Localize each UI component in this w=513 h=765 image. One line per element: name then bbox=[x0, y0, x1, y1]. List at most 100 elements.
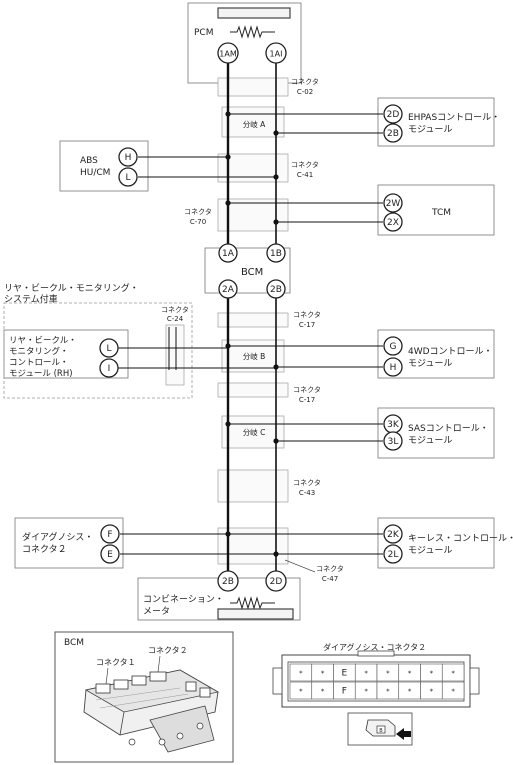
c41-label: コネクタ bbox=[291, 160, 319, 169]
pin-label: 2L bbox=[388, 550, 399, 560]
sas-label: SASコントロール・ bbox=[408, 424, 489, 434]
c24-label: コネクタ bbox=[161, 305, 189, 314]
pin-label: 2X bbox=[387, 218, 399, 228]
diag-connector-pin: * bbox=[408, 688, 412, 696]
inset-bcm: BCM コネクタ１ コネクタ２ bbox=[54, 631, 234, 763]
c17a-label-2: C-17 bbox=[299, 321, 315, 329]
c43-label: コネクタ bbox=[293, 478, 321, 487]
diag-connector-pin: * bbox=[364, 670, 368, 678]
pin-label: L bbox=[125, 173, 130, 183]
meter-label-2: メータ bbox=[143, 606, 170, 617]
diag-label: ダイアグノシス・ bbox=[22, 531, 93, 543]
pin-sas-3l bbox=[383, 431, 403, 451]
pin-ehpas-2d bbox=[383, 104, 403, 124]
keyless-box bbox=[377, 517, 495, 569]
c17b-label-2: C-17 bbox=[299, 396, 315, 404]
pin-abs-l bbox=[118, 167, 138, 187]
svg-text:B: B bbox=[379, 728, 383, 734]
fourwd-label-2: モジュール bbox=[408, 359, 452, 369]
diag-connector-pin: * bbox=[299, 688, 303, 696]
pin-label: F bbox=[107, 530, 112, 540]
pin-label: E bbox=[107, 550, 113, 560]
rvm-system-label-2: システム付車 bbox=[4, 293, 58, 305]
svg-text:コネクタ２: コネクタ２ bbox=[148, 646, 188, 655]
pin-label: 3K bbox=[387, 420, 400, 430]
pin-label: 2D bbox=[387, 110, 400, 120]
meter-label: コンビネーション・ bbox=[143, 594, 224, 605]
c02-label-2: C-02 bbox=[297, 88, 313, 96]
c02-label: コネクタ bbox=[291, 77, 319, 86]
pin-bcm-2b bbox=[266, 279, 286, 299]
pin-keyless-2k bbox=[383, 524, 403, 544]
pin-4wd-g bbox=[383, 336, 403, 356]
svg-text:コネクタ１: コネクタ１ bbox=[96, 658, 136, 667]
rvm-module-label: リヤ・ビークル・ bbox=[9, 336, 77, 346]
abs-label-2: HU/CM bbox=[80, 168, 110, 178]
diag-connector-pin: * bbox=[386, 688, 390, 696]
fourwd-box bbox=[377, 329, 495, 379]
pin-ehpas-2b bbox=[383, 123, 403, 143]
diag-connector-pin: E bbox=[342, 669, 348, 679]
branch-a-label: 分岐 A bbox=[243, 119, 266, 129]
pin-label: 2B bbox=[270, 285, 282, 295]
pin-label: 2B bbox=[222, 577, 234, 587]
diag-connector-pin: * bbox=[451, 670, 455, 678]
arrow-icon bbox=[396, 728, 411, 740]
connector-c02 bbox=[217, 77, 289, 97]
pin-diag-f bbox=[100, 524, 120, 544]
diag-label-2: コネクタ２ bbox=[22, 544, 67, 555]
diag-connector-cell bbox=[441, 663, 465, 682]
pin-bcm-1a bbox=[218, 243, 238, 263]
rvm-system-dashed-box bbox=[3, 302, 193, 399]
connector-c17b bbox=[217, 382, 289, 398]
fourwd-label: 4WDコントロール・ bbox=[408, 347, 493, 357]
diag-connector-pin: * bbox=[451, 688, 455, 696]
branch-c-box bbox=[221, 415, 285, 449]
diag-connector-pin: * bbox=[321, 670, 325, 678]
pin-label: G bbox=[390, 342, 397, 352]
rvm-module-label-4: モジュール (RH) bbox=[9, 369, 73, 379]
pin-pcm-1am bbox=[217, 42, 239, 64]
pin-label: H bbox=[125, 153, 132, 163]
pin-keyless-2l bbox=[383, 544, 403, 564]
rvm-module-label-3: コントロール・ bbox=[9, 358, 69, 368]
pin-abs-h bbox=[118, 147, 138, 167]
pin-meter-2d bbox=[265, 570, 287, 592]
bcm-label: BCM bbox=[241, 267, 263, 278]
diag-connector-pin: * bbox=[430, 670, 434, 678]
c17b-label: コネクタ bbox=[293, 385, 321, 394]
rvm-system-label: リヤ・ビークル・モニタリング・ bbox=[4, 282, 139, 294]
pin-label: 1AM bbox=[219, 50, 237, 59]
c70-label-2: C-70 bbox=[190, 218, 206, 226]
c43-label-2: C-43 bbox=[299, 489, 315, 497]
c47-label-2: C-47 bbox=[322, 575, 338, 583]
diag-connector-pin: * bbox=[386, 670, 390, 678]
branch-c-label: 分岐 C bbox=[243, 427, 266, 437]
diag-connector-pin: * bbox=[408, 670, 412, 678]
diag-connector-pin: * bbox=[364, 688, 368, 696]
bcm-box bbox=[204, 247, 291, 294]
pin-label: L bbox=[106, 344, 111, 354]
pin-pcm-1ai bbox=[265, 42, 287, 64]
c17a-label: コネクタ bbox=[293, 310, 321, 319]
connector-c24 bbox=[165, 324, 185, 386]
c70-label: コネクタ bbox=[184, 207, 212, 216]
svg-text:BCM: BCM bbox=[64, 638, 84, 648]
branch-b-label: 分岐 B bbox=[243, 351, 266, 361]
pin-meter-2b bbox=[217, 570, 239, 592]
tcm-box bbox=[377, 184, 495, 236]
pin-label: 1B bbox=[270, 249, 282, 259]
connector-c17a bbox=[217, 312, 289, 328]
pin-label: 1AI bbox=[270, 50, 283, 59]
sas-box bbox=[377, 407, 495, 459]
diag-box bbox=[14, 517, 124, 569]
pin-label: 3L bbox=[388, 437, 399, 447]
abs-box bbox=[59, 140, 149, 192]
pin-4wd-h bbox=[383, 357, 403, 377]
c41-label-2: C-41 bbox=[297, 171, 313, 179]
pin-rvm-l bbox=[99, 338, 119, 358]
pin-tcm-2x bbox=[383, 212, 403, 232]
diag-connector-pin: * bbox=[299, 670, 303, 678]
pin-diag-e bbox=[100, 544, 120, 564]
